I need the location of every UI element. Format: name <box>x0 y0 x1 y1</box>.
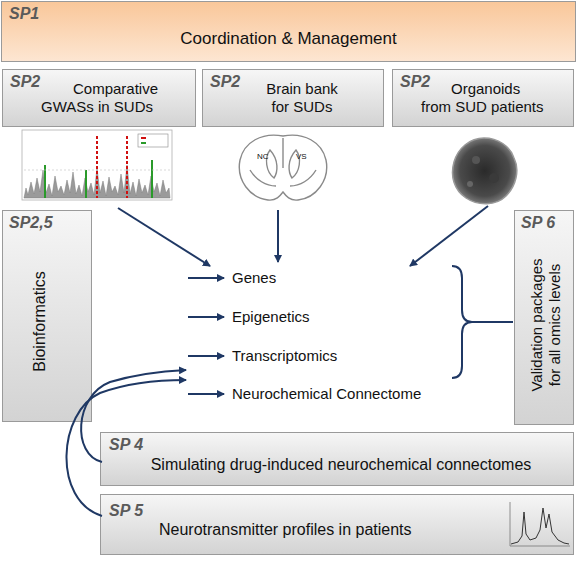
box-text: Validation packages for all omics levels <box>528 254 564 396</box>
project-box: SP 5 Neurotransmitter profiles in patient… <box>100 494 574 555</box>
box-text: Comparative GWASs in SUDs <box>41 80 171 116</box>
organoid-image <box>453 138 517 204</box>
cortex-fold <box>290 170 316 186</box>
subproject-number: SP2 <box>10 73 40 91</box>
hit-line <box>96 136 98 198</box>
organoid-texture <box>467 181 473 187</box>
plot-frame <box>22 130 172 200</box>
region-label: NC <box>257 151 269 162</box>
omics-level: Transcriptomics <box>232 347 337 365</box>
brain-slice <box>239 135 326 200</box>
arrow <box>188 393 224 395</box>
subproject-number: SP2 <box>210 73 240 91</box>
box-text: Coordination & Management <box>2 29 575 49</box>
organoid-texture <box>489 173 499 183</box>
project-box: SP2Organoids from SUD patients <box>392 69 574 127</box>
subproject-number: SP2 <box>400 73 430 91</box>
hit-line <box>44 165 46 198</box>
plot-points <box>24 165 170 198</box>
subproject-number: SP2,5 <box>9 214 53 232</box>
arrow <box>188 355 224 357</box>
source-arrows <box>118 206 488 266</box>
subproject-number: SP 5 <box>109 502 143 520</box>
cortex-fold <box>250 170 276 186</box>
subproject-number: SP 4 <box>109 436 143 454</box>
box-text: Brain bank for SUDs <box>259 80 345 116</box>
subproject-number: SP 6 <box>521 214 555 232</box>
omics-level: Genes <box>232 269 276 287</box>
threshold-line <box>24 170 170 171</box>
box-text: Bioinformatics <box>30 246 49 396</box>
box-text: Neurotransmitter profiles in patients <box>159 520 489 539</box>
region-label: VS <box>296 151 307 162</box>
manhattan-plot <box>22 130 172 200</box>
level-arrows <box>188 278 224 394</box>
plot-legend-box <box>138 134 168 147</box>
arrow <box>188 316 224 318</box>
arrow <box>410 206 488 266</box>
subproject-number: SP1 <box>9 5 39 23</box>
side-box: SP2,5Bioinformatics <box>2 210 92 422</box>
organoid-texture <box>472 156 480 164</box>
management-band: SP1Coordination & Management <box>1 1 576 62</box>
arrow <box>188 277 224 279</box>
hit-line <box>126 136 128 198</box>
brain-outline <box>239 135 326 200</box>
hit-line <box>151 160 153 198</box>
omics-level: Epigenetics <box>232 308 310 326</box>
box-text: Organoids from SUD patients <box>421 80 547 116</box>
plot-legend-mark <box>141 137 146 139</box>
curly-bracket <box>452 266 472 378</box>
organoid-blob <box>453 138 517 204</box>
bracket <box>452 266 513 378</box>
hit-line <box>85 170 87 198</box>
omics-level: Neurochemical Connectome <box>232 385 421 403</box>
midline <box>282 138 283 168</box>
project-box: SP2Comparative GWASs in SUDs <box>2 69 196 127</box>
project-box: SP2 Brain bank for SUDs <box>202 69 384 127</box>
arrow <box>277 210 279 262</box>
side-box: SP 6 Validation packages for all omics le… <box>514 210 574 425</box>
bracket-line <box>472 321 513 323</box>
arrow <box>118 208 210 266</box>
project-box: SP 4Simulating drug-induced neurochemica… <box>100 432 574 486</box>
plot-legend-mark <box>141 142 146 144</box>
box-text: Simulating drug-induced neurochemical co… <box>121 455 561 474</box>
